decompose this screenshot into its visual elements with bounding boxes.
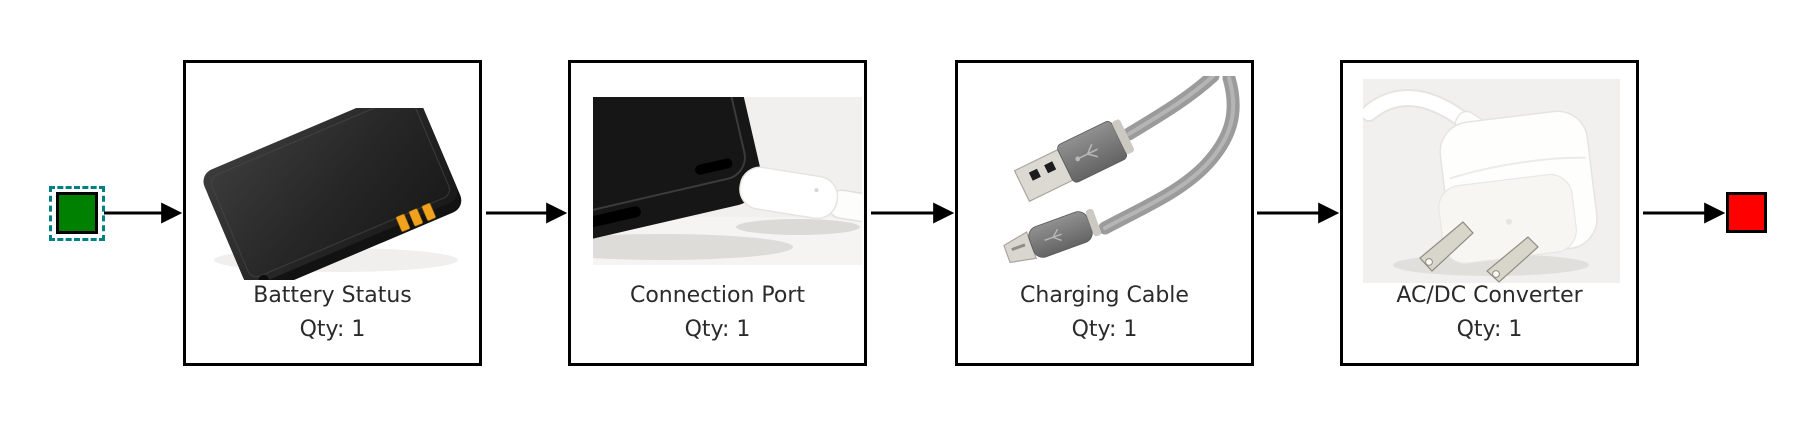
node-battery-status[interactable]: Battery Status Qty: 1 bbox=[183, 60, 482, 366]
ac-dc-wall-charger-photo bbox=[1360, 79, 1620, 287]
node-charging-cable[interactable]: Charging Cable Qty: 1 bbox=[955, 60, 1254, 366]
node-label: Connection Port bbox=[629, 283, 806, 308]
usb-charging-cable-photo bbox=[967, 69, 1244, 284]
end-node[interactable] bbox=[1726, 192, 1767, 233]
node-label: Charging Cable bbox=[1020, 283, 1189, 308]
node-qty: Qty: 1 bbox=[684, 317, 751, 342]
phone-connection-port-photo bbox=[468, 0, 876, 269]
node-ac-dc-converter[interactable]: AC/DC Converter Qty: 1 bbox=[1340, 60, 1639, 366]
start-node-selection-marquee bbox=[49, 186, 105, 241]
node-connection-port[interactable]: Connection Port Qty: 1 bbox=[468, 0, 876, 366]
node-label: AC/DC Converter bbox=[1396, 283, 1583, 308]
node-qty: Qty: 1 bbox=[1071, 317, 1138, 342]
phone-battery-photo bbox=[196, 87, 469, 294]
node-qty: Qty: 1 bbox=[299, 317, 366, 342]
start-node[interactable] bbox=[56, 192, 98, 234]
node-label: Battery Status bbox=[253, 283, 412, 308]
node-qty: Qty: 1 bbox=[1456, 317, 1523, 342]
